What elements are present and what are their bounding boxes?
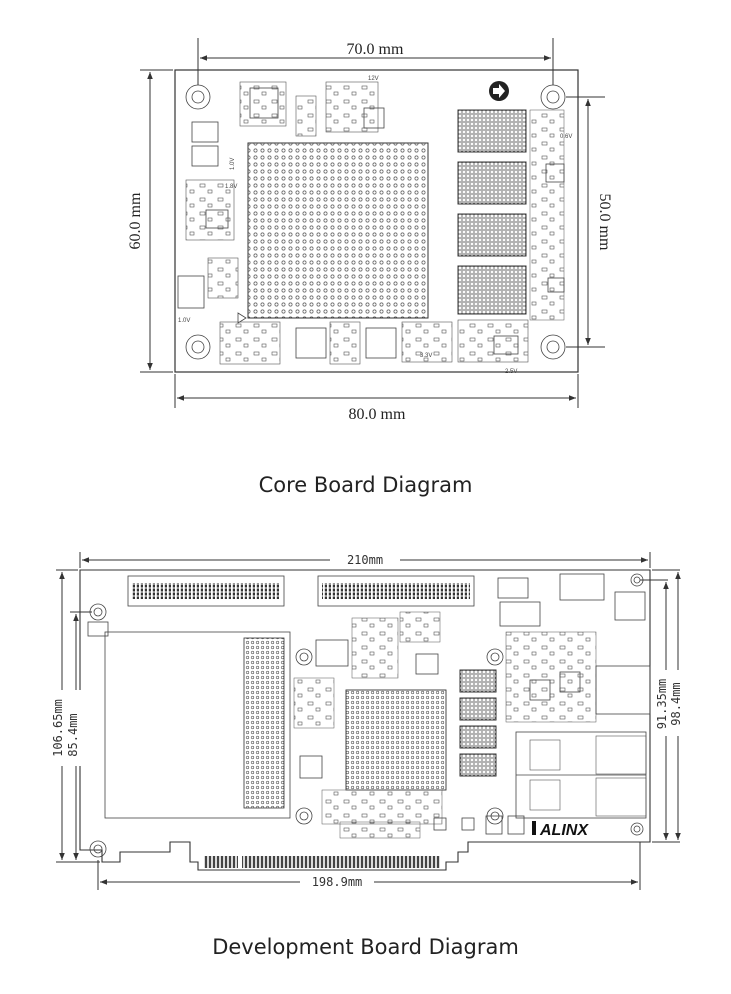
dev-dim-right: 91.35mm 98.4mm: [640, 569, 686, 843]
core-board: 12V 0.6V 1.8V 3.3V 2.5V 1.0V 1.0V 70.0 m…: [127, 38, 613, 423]
pin1-marker-icon: [237, 312, 247, 324]
dev-comp-left: [87, 621, 109, 637]
pcie-fingers-a: [204, 856, 238, 868]
core-board-caption: Core Board Diagram: [258, 473, 473, 497]
core-dim-right: 50.0 mm: [566, 96, 613, 348]
dev-dim-top: 210mm: [79, 552, 651, 568]
alinx-logo: ALINX: [532, 821, 589, 839]
silk-18v: 1.8V: [225, 184, 237, 190]
dev-dim-left-gap: [52, 690, 82, 766]
silk-vccaux: 1.0V: [230, 158, 236, 170]
dev-ddr-chips: [459, 669, 497, 777]
dev-board-caption: Development Board Diagram: [212, 935, 519, 959]
header-j2-pins: [322, 583, 470, 599]
core-dim-bottom: 80.0 mm: [174, 374, 579, 423]
dev-dim-right-gap: [658, 670, 686, 736]
core-dim-top: 70.0 mm: [197, 38, 554, 85]
dev-dim-top-label: 210mm: [347, 553, 383, 567]
silk-12v: 12V: [368, 76, 379, 82]
dev-components: [293, 573, 651, 839]
dev-dim-right-outer-label: 98.4mm: [669, 682, 683, 725]
core-components: [177, 81, 565, 365]
silk-33v: 3.3V: [420, 353, 432, 359]
core-dim-bottom-label: 80.0 mm: [349, 406, 406, 423]
alinx-brand-text: ALINX: [539, 822, 589, 839]
core-dim-top-label: 70.0 mm: [347, 41, 404, 58]
dev-dim-left-outer-label: 106.65mm: [51, 699, 65, 757]
silk-25v: 2.5V: [505, 369, 517, 375]
expansion-connector: [243, 637, 285, 809]
silk-06v: 0.6V: [560, 134, 572, 140]
pcie-fingers-b: [242, 856, 440, 868]
silk-10v: 1.0V: [178, 318, 190, 324]
dev-fpga-chip: [345, 689, 447, 791]
core-dim-left: 60.0 mm: [127, 69, 173, 373]
core-fpga-chip: [247, 142, 429, 319]
arrow-logo-icon: [489, 81, 509, 101]
core-ddr-chips: [457, 109, 527, 315]
dev-dim-bottom: 198.9mm: [97, 842, 641, 890]
dev-dim-right-inner-label: 91.35mm: [655, 679, 669, 730]
dev-dim-bottom-label: 198.9mm: [312, 875, 363, 889]
dev-dim-left: 106.65mm 85.4mm: [51, 569, 100, 863]
core-dim-left-label: 60.0 mm: [127, 192, 144, 249]
header-j2: [317, 575, 475, 607]
header-j1: [127, 575, 285, 607]
alinx-logo-icon: [532, 821, 536, 835]
expansion-area: [104, 631, 291, 819]
core-dim-right-label: 50.0 mm: [596, 194, 613, 251]
dev-board: ALINX 210mm 198.9mm 106.65mm 8: [51, 552, 686, 890]
header-j1-pins: [132, 583, 280, 599]
dev-dim-left-inner-label: 85.4mm: [66, 713, 80, 756]
